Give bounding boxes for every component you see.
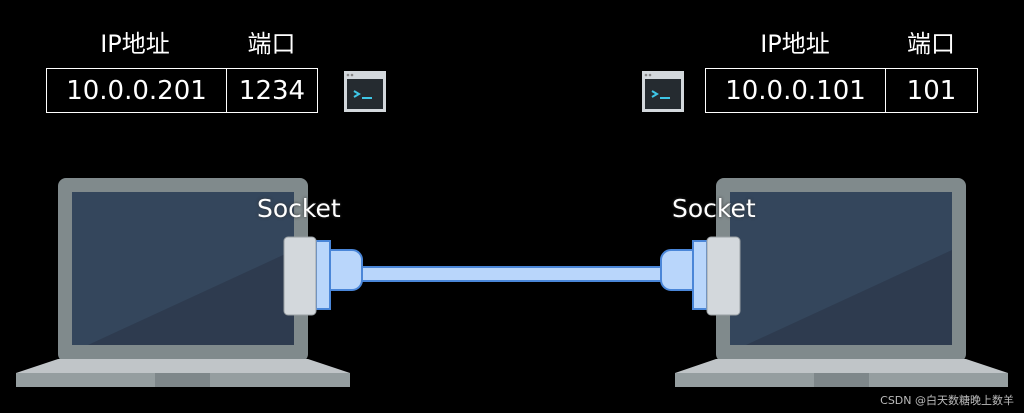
right-laptop xyxy=(675,178,1008,387)
right-address-box: 10.0.0.101 101 xyxy=(705,68,978,113)
right-ip-label: IP地址 xyxy=(760,30,830,58)
left-socket-label: Socket xyxy=(257,194,341,223)
left-laptop xyxy=(16,178,350,387)
left-address-box: 10.0.0.201 1234 xyxy=(46,68,318,113)
terminal-icon-right xyxy=(642,71,684,112)
left-port-label: 端口 xyxy=(247,30,296,58)
right-ip-value: 10.0.0.101 xyxy=(725,75,866,106)
watermark: CSDN @白天数糖晚上数羊 xyxy=(880,394,1014,407)
left-ip-label: IP地址 xyxy=(100,30,170,58)
left-ip-value: 10.0.0.201 xyxy=(66,75,207,106)
right-socket-label: Socket xyxy=(672,194,756,223)
right-port-label: 端口 xyxy=(907,30,955,58)
network-cable xyxy=(283,236,741,316)
terminal-icon-left xyxy=(344,71,386,112)
left-port-value: 1234 xyxy=(226,69,317,112)
right-port-value: 101 xyxy=(885,69,977,112)
